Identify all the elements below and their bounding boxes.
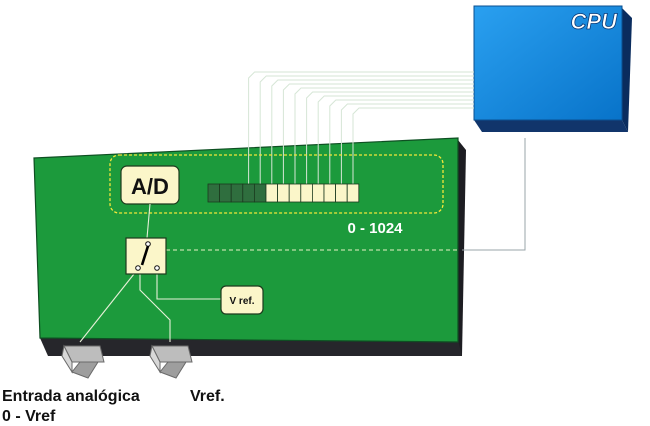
bit-register bbox=[207, 183, 360, 203]
cpu-label: CPU bbox=[571, 9, 619, 34]
bus-wire bbox=[248, 71, 474, 184]
internal-wires bbox=[79, 203, 221, 343]
bus-wire bbox=[259, 75, 474, 184]
input-caption-line2: 0 - Vref bbox=[2, 408, 56, 425]
bit-cell bbox=[300, 183, 313, 203]
vref-box: V ref. bbox=[220, 285, 264, 315]
bit-cell bbox=[207, 183, 221, 203]
bit-cell bbox=[346, 183, 360, 203]
bus-wire bbox=[294, 87, 474, 184]
bus-wire bbox=[271, 79, 474, 184]
cpu-block: CPU bbox=[473, 5, 632, 132]
circuit-board bbox=[33, 137, 466, 356]
vref-connector bbox=[149, 344, 193, 379]
register-outline bbox=[109, 154, 444, 214]
bit-cell bbox=[288, 183, 302, 203]
bus-wire bbox=[306, 91, 474, 184]
bus-wire bbox=[340, 103, 474, 184]
bit-cell bbox=[219, 183, 232, 203]
bit-cell bbox=[253, 183, 267, 203]
bus-wire bbox=[282, 83, 474, 184]
bus-wire bbox=[317, 95, 474, 184]
bit-cell bbox=[311, 183, 325, 203]
switch-box bbox=[125, 237, 167, 275]
vref-caption: Vref. bbox=[190, 388, 225, 405]
analog-input-connector bbox=[61, 344, 105, 379]
bit-cell bbox=[230, 183, 244, 203]
control-line bbox=[166, 138, 526, 251]
bit-cell bbox=[323, 183, 337, 203]
bus-wire bbox=[352, 107, 474, 184]
adc-box: A/D bbox=[120, 165, 180, 205]
bit-cell bbox=[265, 183, 279, 203]
vref-box-label: V ref. bbox=[229, 296, 254, 307]
data-bus-wires bbox=[248, 71, 474, 184]
bit-cell bbox=[277, 183, 290, 203]
input-caption-line1: Entrada analógica bbox=[2, 388, 140, 405]
range-label: 0 - 1024 bbox=[347, 220, 403, 237]
bus-wire bbox=[329, 99, 474, 184]
bit-cell bbox=[242, 183, 255, 203]
adc-label: A/D bbox=[131, 174, 169, 199]
bit-cell bbox=[335, 183, 348, 203]
